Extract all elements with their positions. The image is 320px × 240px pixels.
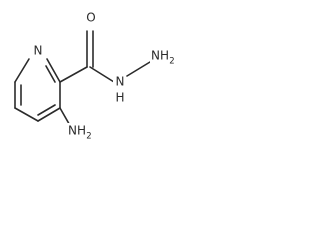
amino-nh-label: NH (68, 124, 86, 138)
hydrazide-n-label: N (116, 75, 125, 89)
bond-n1-c2-double (45, 65, 56, 83)
atom-amino-nh2: NH 2 (66, 123, 93, 140)
amino-nh2-subscript: 2 (86, 132, 91, 141)
terminal-nh2-subscript: 2 (169, 57, 174, 67)
bond-carbonyl-nh (89, 66, 115, 83)
atom-ring-nitrogen: N (31, 43, 45, 58)
terminal-nh-label: NH (151, 49, 169, 63)
carbonyl-oxygen-label: O (86, 11, 95, 25)
bond-n1-c2 (46, 58, 61, 83)
bond-c3-c4 (37, 107, 61, 122)
chemical-structure-diagram: N O N H NH 2 NH 2 (14, 11, 176, 140)
ring-nitrogen-label: N (34, 44, 43, 58)
atom-terminal-nh2: NH 2 (150, 48, 176, 67)
bond-c3-c4-double (37, 104, 56, 116)
structure-canvas: N O N H NH 2 NH 2 (0, 0, 200, 140)
bond-n1-c6 (14, 58, 30, 83)
bond-nh-nh2 (126, 61, 151, 77)
bond-c2-carbonyl (59, 66, 88, 83)
bond-c4-c5 (14, 107, 39, 122)
atom-carbonyl-oxygen: O (83, 11, 99, 27)
hydrazide-h-label: H (115, 91, 124, 105)
atom-hydrazide-nh: N H (113, 75, 128, 105)
